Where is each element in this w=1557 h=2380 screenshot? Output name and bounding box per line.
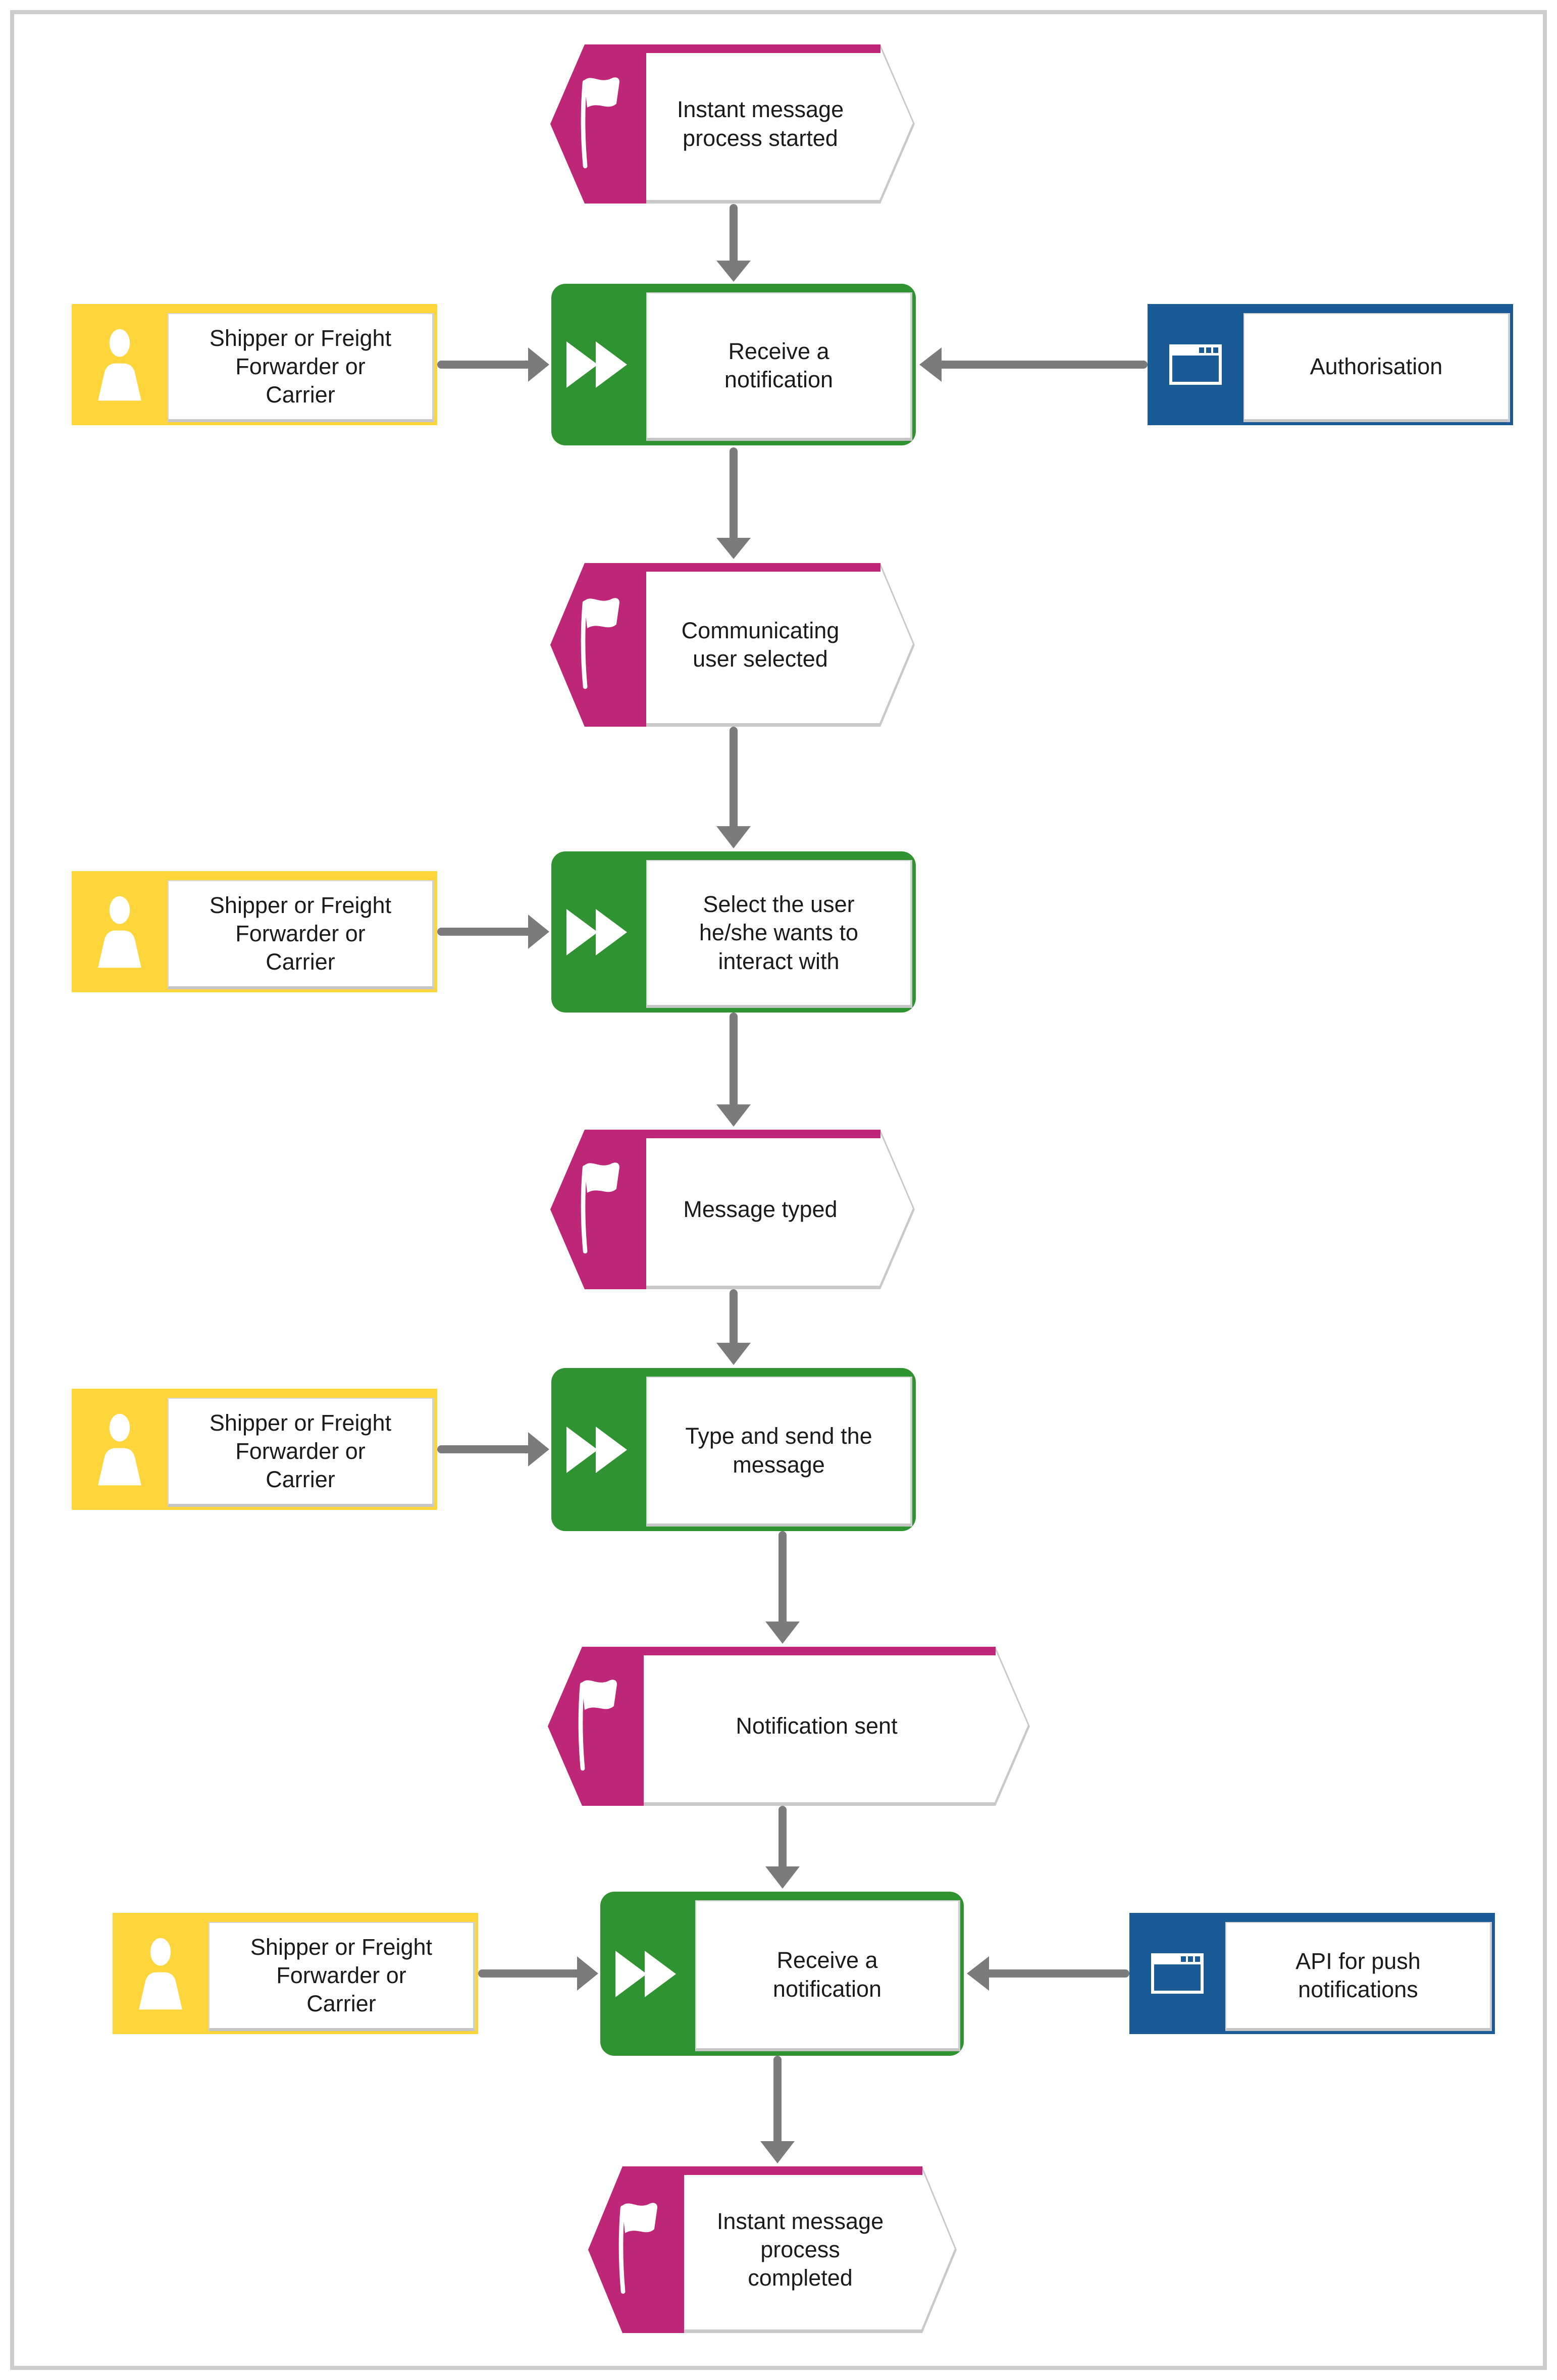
application-window-icon	[1151, 1953, 1204, 1994]
arrow-function3-to-event4	[765, 1531, 800, 1644]
fast-forward-icon	[566, 341, 627, 388]
page-frame	[10, 10, 1547, 2370]
arrow-system2-to-function4	[967, 1956, 1129, 1991]
role-label: Shipper or Freight Forwarder or Carrier	[209, 325, 392, 408]
role-body: Shipper or Freight Forwarder or Carrier	[168, 1398, 434, 1507]
arrow-function2-to-event3	[716, 1012, 751, 1127]
person-icon	[98, 329, 141, 401]
event-communicating-user-selected[interactable]: Communicating user selected	[550, 563, 915, 727]
system-api-for-push-notifications[interactable]: API for push notifications	[1129, 1913, 1495, 2034]
event-accent-strip	[585, 563, 880, 572]
system-body: Authorisation	[1243, 313, 1510, 422]
fast-forward-icon	[566, 1426, 627, 1473]
role-label: Shipper or Freight Forwarder or Carrier	[250, 1934, 433, 2017]
application-window-icon	[1169, 344, 1222, 385]
event-message-typed[interactable]: Message typed	[550, 1130, 915, 1289]
arrow-event4-to-function4	[765, 1806, 800, 1889]
function-label: Receive a notification	[772, 1947, 882, 2002]
flag-icon	[581, 598, 619, 689]
arrow-function1-to-event2	[716, 447, 751, 559]
fast-forward-icon	[566, 908, 627, 955]
arrow-role4-to-function4	[478, 1956, 598, 1991]
person-icon	[98, 1413, 141, 1486]
event-label: Notification sent	[736, 1713, 898, 1739]
function-body: Select the user he/she wants to interact…	[646, 860, 912, 1008]
function-receive-a-notification-2[interactable]: Receive a notification	[600, 1892, 964, 2056]
event-notification-sent[interactable]: Notification sent	[548, 1647, 1030, 1806]
function-label: Type and send the message	[685, 1423, 872, 1478]
event-label: Instant message process started	[677, 96, 844, 151]
fast-forward-icon	[615, 1950, 676, 1997]
function-body: Receive a notification	[646, 292, 912, 441]
event-accent-strip	[585, 44, 880, 53]
role-shipper-or-freight-forwarder-or-carrier-4[interactable]: Shipper or Freight Forwarder or Carrier	[113, 1913, 478, 2034]
role-body: Shipper or Freight Forwarder or Carrier	[209, 1922, 475, 2031]
event-instant-message-process-started[interactable]: Instant message process started	[550, 44, 915, 204]
role-body: Shipper or Freight Forwarder or Carrier	[168, 313, 434, 422]
role-shipper-or-freight-forwarder-or-carrier-1[interactable]: Shipper or Freight Forwarder or Carrier	[72, 304, 437, 425]
function-select-the-user[interactable]: Select the user he/she wants to interact…	[551, 851, 916, 1012]
event-label: Instant message process completed	[716, 2208, 884, 2291]
arrow-system1-to-function1	[919, 347, 1148, 382]
event-label: Message typed	[683, 1196, 838, 1222]
system-label: API for push notifications	[1295, 1948, 1421, 2002]
function-type-and-send-the-message[interactable]: Type and send the message	[551, 1368, 916, 1531]
event-label: Communicating user selected	[681, 617, 840, 672]
system-label: Authorisation	[1310, 353, 1443, 379]
event-accent-strip	[585, 1130, 880, 1138]
arrow-event1-to-function1	[716, 204, 751, 282]
function-body: Type and send the message	[646, 1377, 912, 1527]
flag-icon	[581, 77, 619, 168]
role-shipper-or-freight-forwarder-or-carrier-3[interactable]: Shipper or Freight Forwarder or Carrier	[72, 1389, 437, 1510]
role-body: Shipper or Freight Forwarder or Carrier	[168, 880, 434, 989]
event-accent-strip	[622, 2166, 922, 2175]
person-icon	[139, 1938, 182, 2010]
role-shipper-or-freight-forwarder-or-carrier-2[interactable]: Shipper or Freight Forwarder or Carrier	[72, 871, 437, 992]
arrow-role3-to-function3	[437, 1432, 549, 1466]
function-label: Select the user he/she wants to interact…	[699, 891, 859, 974]
function-receive-a-notification-1[interactable]: Receive a notification	[551, 284, 916, 445]
function-label: Receive a notification	[724, 338, 834, 392]
arrow-role1-to-function1	[437, 347, 549, 382]
person-icon	[98, 896, 141, 968]
system-body: API for push notifications	[1225, 1922, 1492, 2031]
system-authorisation[interactable]: Authorisation	[1148, 304, 1513, 425]
role-label: Shipper or Freight Forwarder or Carrier	[209, 1409, 392, 1493]
arrow-event2-to-function2	[716, 727, 751, 848]
flag-icon	[618, 2203, 657, 2294]
arrow-function4-to-event5	[760, 2056, 795, 2163]
flag-icon	[581, 1162, 619, 1254]
event-accent-strip	[582, 1647, 996, 1655]
flag-icon	[578, 1679, 617, 1770]
function-body: Receive a notification	[695, 1900, 960, 2051]
role-label: Shipper or Freight Forwarder or Carrier	[209, 892, 392, 975]
arrow-role2-to-function2	[437, 915, 549, 949]
event-instant-message-process-completed[interactable]: Instant message process completed	[588, 2166, 957, 2333]
arrow-event3-to-function3	[716, 1289, 751, 1365]
